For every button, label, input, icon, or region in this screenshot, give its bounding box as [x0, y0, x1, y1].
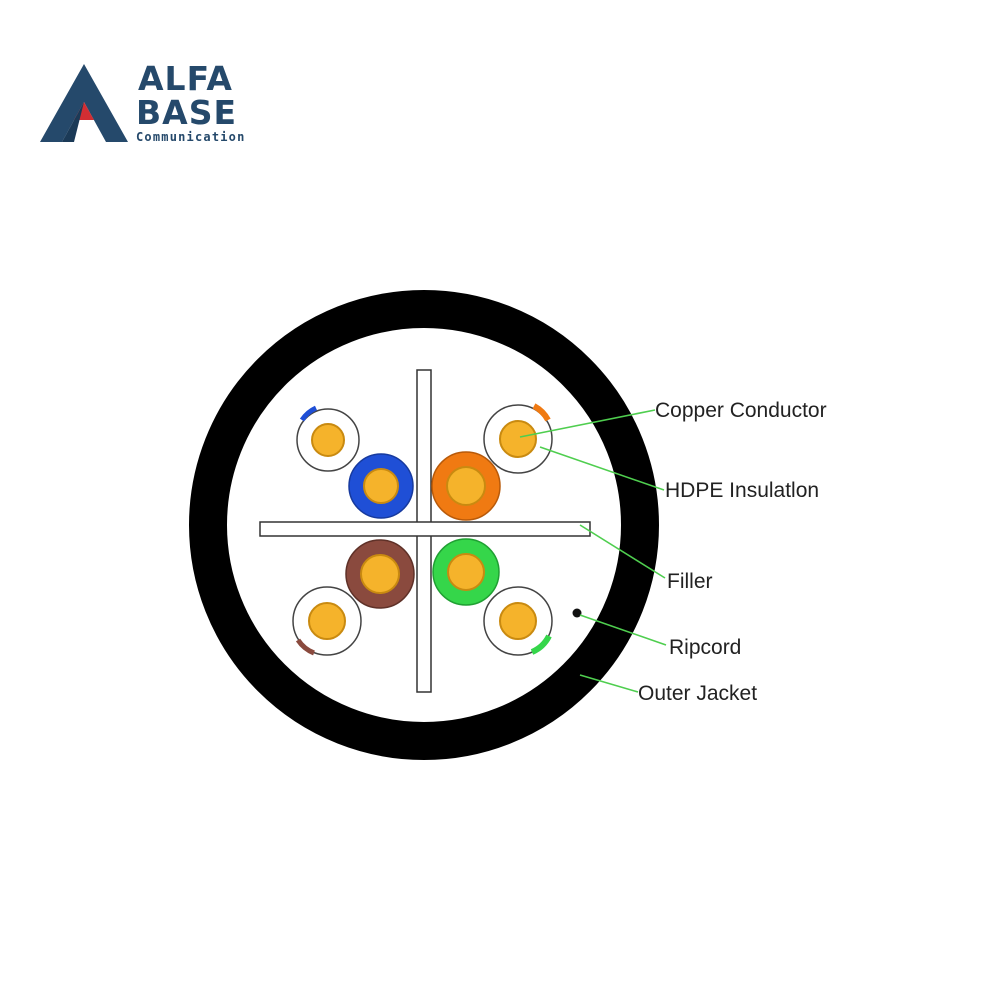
- stripe-blue: [299, 405, 318, 422]
- logo-triangle-shade: [62, 102, 84, 142]
- label-hdpe-insulation: HDPE Insulatlon: [665, 479, 819, 502]
- pair-orange: [431, 403, 553, 521]
- label-filler: Filler: [667, 570, 713, 593]
- label-ripcord: Ripcord: [669, 636, 741, 659]
- pair-green: [432, 538, 553, 656]
- conductor: [499, 420, 537, 458]
- leader-line-copper: [519, 409, 656, 438]
- conductor: [447, 553, 485, 591]
- logo-line2: BASE: [136, 93, 237, 132]
- pair-blue: [296, 405, 414, 519]
- stripe-brown: [295, 638, 316, 656]
- cross-filler: [259, 369, 591, 693]
- leader-line-hdpe: [539, 446, 665, 491]
- leader-lines: [519, 409, 667, 693]
- leader-line-ripcord: [579, 614, 667, 646]
- stripe-green: [530, 634, 552, 655]
- conductor: [360, 554, 400, 594]
- leader-line-filler: [579, 524, 666, 579]
- logo-mark: ALFA BASE Communication: [40, 59, 246, 144]
- outer-jacket: [189, 290, 659, 760]
- conductor: [308, 602, 346, 640]
- logo-tagline: Communication: [136, 130, 246, 144]
- alfa-base-logo: ALFA BASE Communication: [38, 58, 268, 158]
- conductor: [446, 466, 486, 506]
- conductor: [363, 468, 399, 504]
- conductor: [499, 602, 537, 640]
- leader-line-jacket: [579, 674, 639, 693]
- label-copper-conductor: Copper Conductor: [655, 399, 827, 422]
- conductor: [311, 423, 345, 457]
- stripe-orange: [532, 403, 551, 422]
- logo-triangle-icon: [40, 64, 128, 142]
- pair-brown: [292, 539, 415, 656]
- label-outer-jacket: Outer Jacket: [638, 682, 757, 705]
- logo-line1: ALFA: [138, 59, 233, 98]
- ripcord: [572, 608, 582, 618]
